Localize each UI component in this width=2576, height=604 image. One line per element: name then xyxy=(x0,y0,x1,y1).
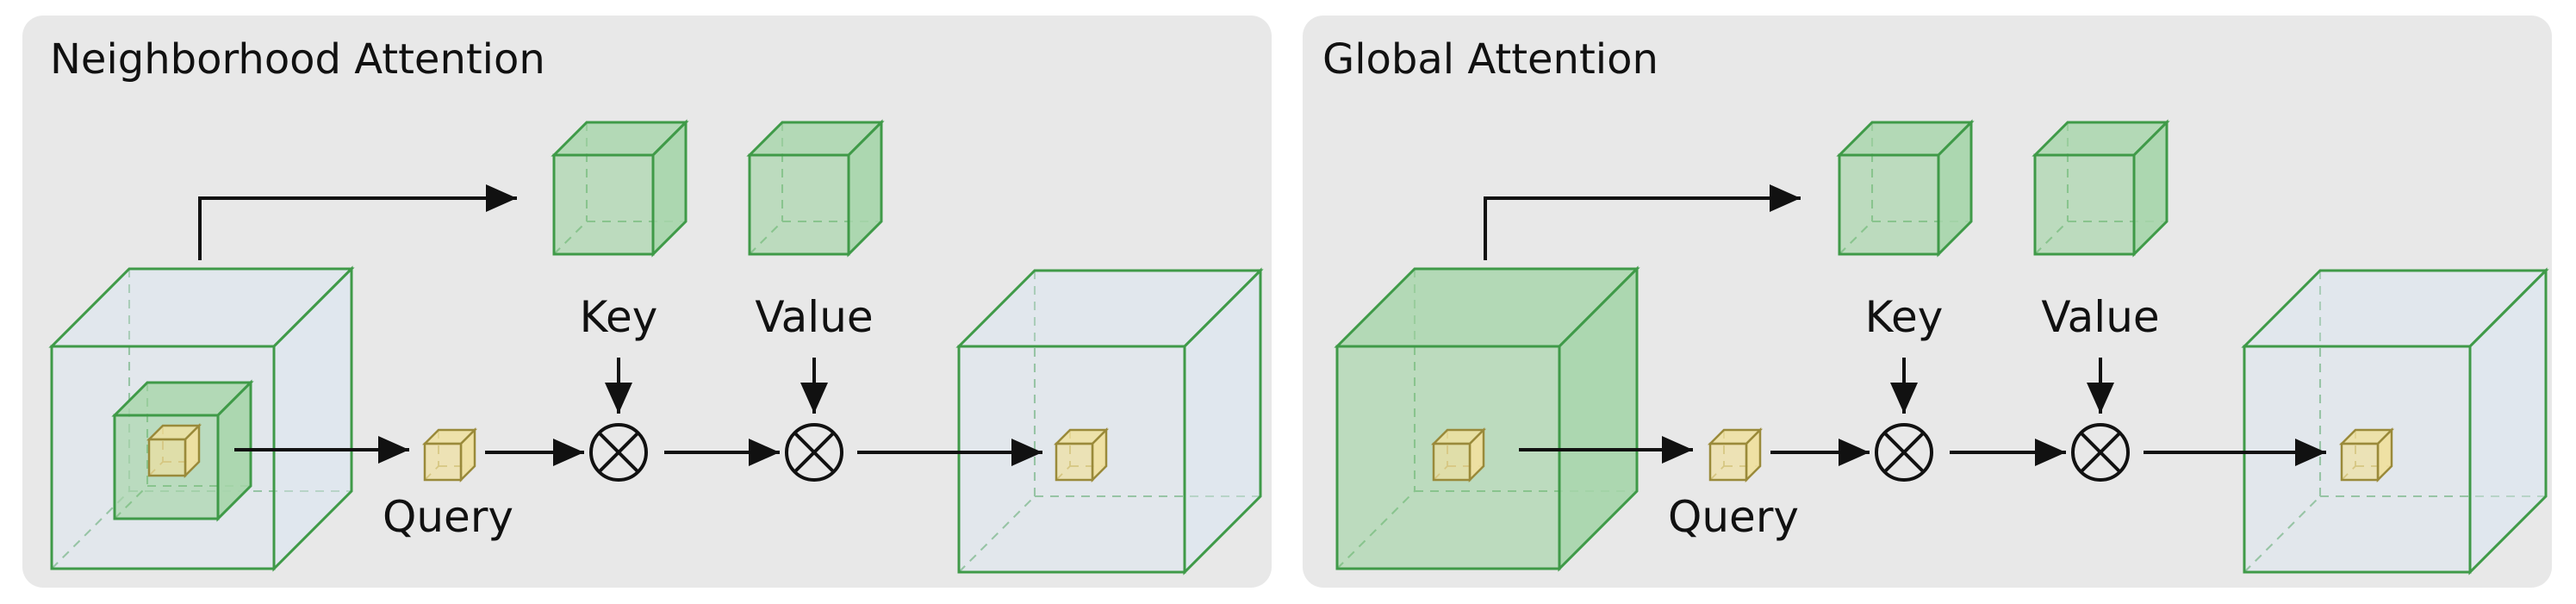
output-token-cube xyxy=(1053,427,1110,483)
query-label: Query xyxy=(1668,492,1799,542)
output-token-cube xyxy=(2338,427,2395,483)
query-cube xyxy=(1707,427,1764,483)
key-label: Key xyxy=(580,292,658,342)
panel-title: Neighborhood Attention xyxy=(50,35,545,84)
query-token-cube xyxy=(146,422,202,479)
query-token-cube xyxy=(1430,427,1487,483)
key-cube xyxy=(551,119,689,258)
multiply-operator-icon xyxy=(2071,423,2130,482)
multiply-operator-icon xyxy=(589,423,648,482)
panel-neighborhood-attention: Neighborhood Attention Key Value Query xyxy=(22,16,1272,588)
output-feature-map-cube xyxy=(2241,267,2549,576)
query-cube xyxy=(421,427,478,483)
panel-title: Global Attention xyxy=(1322,35,1658,84)
arrow-to-key xyxy=(1484,184,1801,260)
input-feature-map-cube xyxy=(1334,265,1640,572)
key-label: Key xyxy=(1865,292,1944,342)
value-label: Value xyxy=(2041,292,2159,342)
query-label: Query xyxy=(383,492,513,542)
value-label: Value xyxy=(755,292,873,342)
output-feature-map-cube xyxy=(955,267,1264,576)
arrow-to-key xyxy=(198,184,517,260)
multiply-operator-icon xyxy=(1875,423,1933,482)
value-cube xyxy=(2032,119,2170,258)
key-cube xyxy=(1836,119,1975,258)
multiply-operator-icon xyxy=(785,423,843,482)
panel-global-attention: Global Attention Key Value Query xyxy=(1303,16,2552,588)
value-cube xyxy=(746,119,885,258)
